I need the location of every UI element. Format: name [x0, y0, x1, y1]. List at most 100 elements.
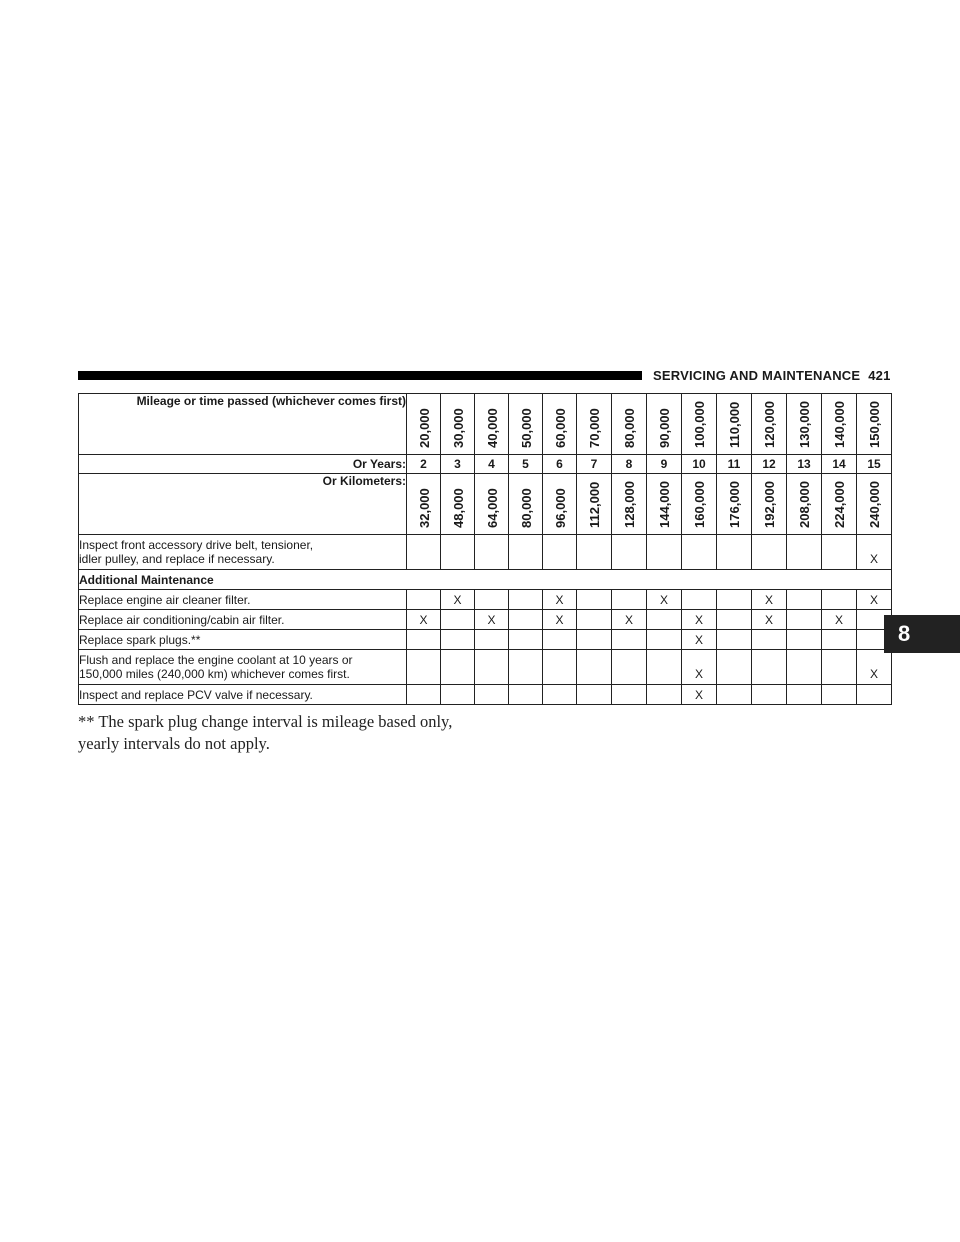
footnote-line: ** The spark plug change interval is mil…	[78, 712, 453, 731]
schedule-mark	[646, 684, 682, 705]
mileage-value: 60,000	[552, 408, 568, 448]
mileage-cell: 60,000	[542, 393, 577, 455]
schedule-mark: X	[751, 609, 787, 630]
km-value: 128,000	[622, 481, 637, 528]
schedule-mark	[681, 534, 717, 570]
schedule-mark	[856, 684, 892, 705]
footnote-line: yearly intervals do not apply.	[78, 734, 270, 753]
section-tab: 8	[884, 615, 960, 653]
schedule-mark	[474, 534, 509, 570]
maintenance-item-line: Replace engine air cleaner filter.	[79, 592, 251, 607]
schedule-mark	[576, 589, 612, 610]
mileage-label: Mileage or time passed (whichever comes …	[78, 393, 407, 455]
schedule-mark	[406, 589, 441, 610]
page-number: 421	[868, 368, 891, 383]
schedule-mark	[786, 589, 822, 610]
schedule-mark	[406, 684, 441, 705]
schedule-mark: X	[406, 609, 441, 630]
schedule-mark: X	[681, 629, 717, 650]
mileage-value: 20,000	[416, 408, 432, 448]
schedule-mark	[646, 649, 682, 685]
table-row: Inspect front accessory drive belt, tens…	[78, 534, 892, 570]
table-row: Replace air conditioning/cabin air filte…	[78, 609, 892, 630]
schedule-mark	[440, 534, 475, 570]
km-cell: 192,000	[751, 473, 787, 535]
schedule-mark	[821, 649, 857, 685]
km-cell: 240,000	[856, 473, 892, 535]
years-value: 5	[508, 454, 543, 474]
km-value: 144,000	[657, 481, 672, 528]
mileage-cell: 40,000	[474, 393, 509, 455]
mileage-value: 90,000	[657, 408, 672, 448]
schedule-mark	[646, 534, 682, 570]
km-cell: 208,000	[786, 473, 822, 535]
schedule-mark	[508, 589, 543, 610]
schedule-mark	[716, 534, 752, 570]
schedule-mark	[440, 609, 475, 630]
schedule-mark	[474, 629, 509, 650]
table-row: Flush and replace the engine coolant at …	[78, 649, 892, 685]
mileage-cell: 140,000	[821, 393, 857, 455]
years-value: 15	[856, 454, 892, 474]
maintenance-item-line: Replace air conditioning/cabin air filte…	[79, 612, 285, 627]
schedule-mark: X	[856, 649, 892, 685]
schedule-mark	[576, 609, 612, 630]
schedule-mark	[576, 534, 612, 570]
schedule-mark	[406, 534, 441, 570]
schedule-mark	[821, 534, 857, 570]
table-row: Replace spark plugs.** X	[78, 629, 892, 650]
schedule-mark	[681, 589, 717, 610]
maintenance-item-line: 150,000 miles (240,000 km) whichever com…	[79, 667, 350, 681]
schedule-mark	[508, 684, 543, 705]
schedule-mark: X	[681, 684, 717, 705]
km-value: 64,000	[484, 488, 500, 528]
mileage-cell: 110,000	[716, 393, 752, 455]
schedule-mark	[474, 589, 509, 610]
schedule-mark: X	[646, 589, 682, 610]
mileage-cell: 150,000	[856, 393, 892, 455]
schedule-mark	[856, 629, 892, 650]
schedule-mark	[508, 649, 543, 685]
years-value: 4	[474, 454, 509, 474]
header-rule	[78, 371, 642, 380]
years-value: 2	[406, 454, 441, 474]
maintenance-item: Replace spark plugs.**	[78, 629, 407, 650]
years-value: 10	[681, 454, 717, 474]
schedule-mark	[576, 629, 612, 650]
schedule-mark	[786, 534, 822, 570]
maintenance-item: Flush and replace the engine coolant at …	[78, 649, 407, 685]
schedule-mark: X	[856, 534, 892, 570]
years-value: 11	[716, 454, 752, 474]
mileage-cell: 90,000	[646, 393, 682, 455]
schedule-mark	[611, 684, 647, 705]
maintenance-item-line: idler pulley, and replace if necessary.	[79, 552, 275, 566]
schedule-mark	[542, 629, 577, 650]
years-value: 6	[542, 454, 577, 474]
schedule-mark	[716, 684, 752, 705]
km-cell: 48,000	[440, 473, 475, 535]
maintenance-item: Replace engine air cleaner filter.	[78, 589, 407, 610]
schedule-mark	[440, 649, 475, 685]
schedule-mark	[440, 629, 475, 650]
mileage-header-row: Mileage or time passed (whichever comes …	[78, 393, 892, 455]
km-value: 240,000	[867, 481, 882, 528]
km-value: 160,000	[692, 481, 707, 528]
schedule-mark: X	[681, 609, 717, 630]
schedule-mark	[786, 609, 822, 630]
table-row: Inspect and replace PCV valve if necessa…	[78, 684, 892, 705]
schedule-mark	[508, 629, 543, 650]
km-cell: 112,000	[576, 473, 612, 535]
schedule-mark	[440, 684, 475, 705]
schedule-mark	[716, 589, 752, 610]
mileage-cell: 100,000	[681, 393, 717, 455]
schedule-mark	[821, 589, 857, 610]
schedule-mark	[786, 629, 822, 650]
km-value: 112,000	[587, 481, 602, 528]
schedule-mark	[474, 684, 509, 705]
schedule-mark	[751, 684, 787, 705]
schedule-mark	[821, 629, 857, 650]
maintenance-item-line: Inspect front accessory drive belt, tens…	[79, 538, 314, 552]
schedule-mark	[856, 609, 892, 630]
